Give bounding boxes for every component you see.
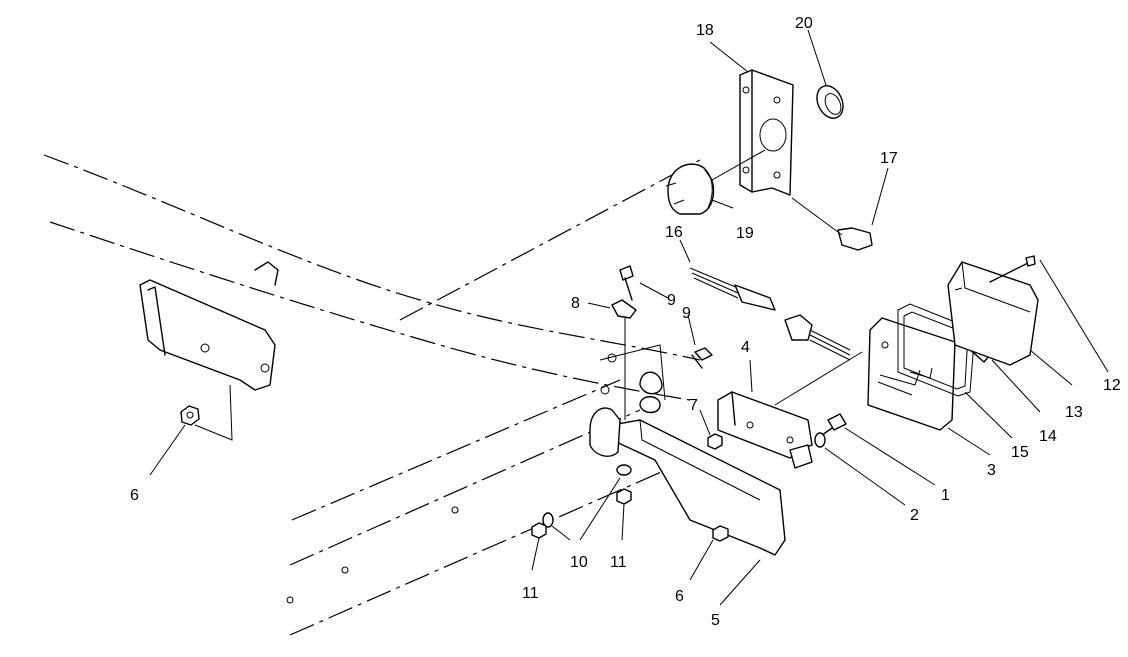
callout-1: 1	[941, 487, 950, 504]
callout-5: 5	[711, 612, 720, 629]
part-17-bolt	[791, 167, 889, 251]
part-4-lamp-bracket	[717, 359, 813, 469]
callout-17: 17	[880, 150, 898, 167]
callout-14: 14	[1039, 428, 1057, 445]
frame-rail	[43, 154, 701, 636]
part-20-ring-nut	[807, 29, 844, 119]
callout-3: 3	[987, 462, 996, 479]
part-10-washers	[542, 464, 632, 541]
callout-9-bottom: 9	[682, 305, 691, 322]
callout-2: 2	[910, 507, 919, 524]
callout-6-left: 6	[130, 487, 139, 504]
callout-18: 18	[696, 22, 714, 39]
part-2-washer	[814, 432, 906, 506]
callout-13: 13	[1065, 404, 1083, 421]
part-12-screw	[989, 255, 1109, 373]
callout-6-right: 6	[675, 588, 684, 605]
part-6-nut-right	[689, 525, 729, 581]
callout-11-left: 11	[522, 585, 539, 602]
callout-16: 16	[665, 224, 683, 241]
callout-10: 10	[570, 554, 588, 571]
part-13-lens	[947, 261, 1073, 386]
part-5-plate-bracket	[589, 371, 786, 606]
callout-4: 4	[741, 339, 750, 356]
part-7-nut	[699, 409, 723, 450]
callout-labels: 1 2 3 4 5 6 6 7 8 9 9 10 11 11 12 13 14 …	[130, 15, 1121, 629]
callout-8: 8	[571, 295, 580, 312]
callout-9-top: 9	[667, 292, 676, 309]
part-15-gasket	[897, 303, 1013, 439]
callout-15: 15	[1011, 444, 1029, 461]
callout-20: 20	[795, 15, 813, 32]
part-11-nuts	[531, 488, 632, 571]
callout-12: 12	[1103, 377, 1121, 394]
part-9-screws	[619, 265, 713, 369]
callout-11-right: 11	[610, 554, 627, 571]
callout-19: 19	[736, 225, 754, 242]
callout-7: 7	[689, 397, 698, 414]
part-1-screw	[817, 413, 936, 486]
part-8-clamp	[587, 299, 637, 420]
frame-mount-bracket	[139, 261, 279, 441]
part-3-lamp-body	[774, 317, 991, 456]
part-19-flasher	[665, 149, 766, 215]
part-6-nut-left	[149, 405, 200, 476]
part-18-bracket	[709, 41, 794, 196]
part-16-harness	[679, 239, 851, 361]
